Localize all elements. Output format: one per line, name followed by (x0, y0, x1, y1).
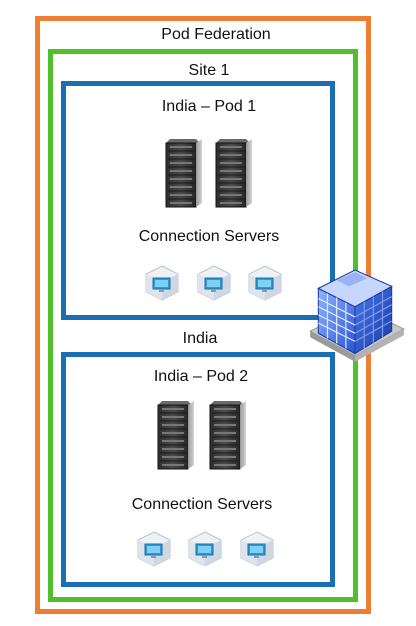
site-label: Site 1 (188, 62, 230, 79)
pod-2-frame (61, 352, 335, 587)
virtual-desktop-icon (143, 264, 181, 302)
virtual-desktop-icon (186, 530, 224, 568)
virtual-desktop-icon (246, 264, 284, 302)
virtual-desktop-icon (238, 530, 276, 568)
federation-label: Pod Federation (161, 26, 271, 43)
region-label: India (182, 330, 218, 347)
server-rack-icon (152, 400, 196, 472)
pod-2-title: India – Pod 2 (153, 368, 249, 385)
pod-1-frame (61, 81, 335, 320)
pod-1-servers-label: Connection Servers (138, 228, 280, 245)
datacenter-building-icon (302, 268, 408, 374)
server-rack-icon (210, 138, 254, 210)
server-rack-icon (204, 400, 248, 472)
server-rack-icon (160, 138, 204, 210)
virtual-desktop-icon (135, 530, 173, 568)
virtual-desktop-icon (195, 264, 233, 302)
pod-1-title: India – Pod 1 (161, 98, 257, 115)
pod-2-servers-label: Connection Servers (131, 496, 273, 513)
